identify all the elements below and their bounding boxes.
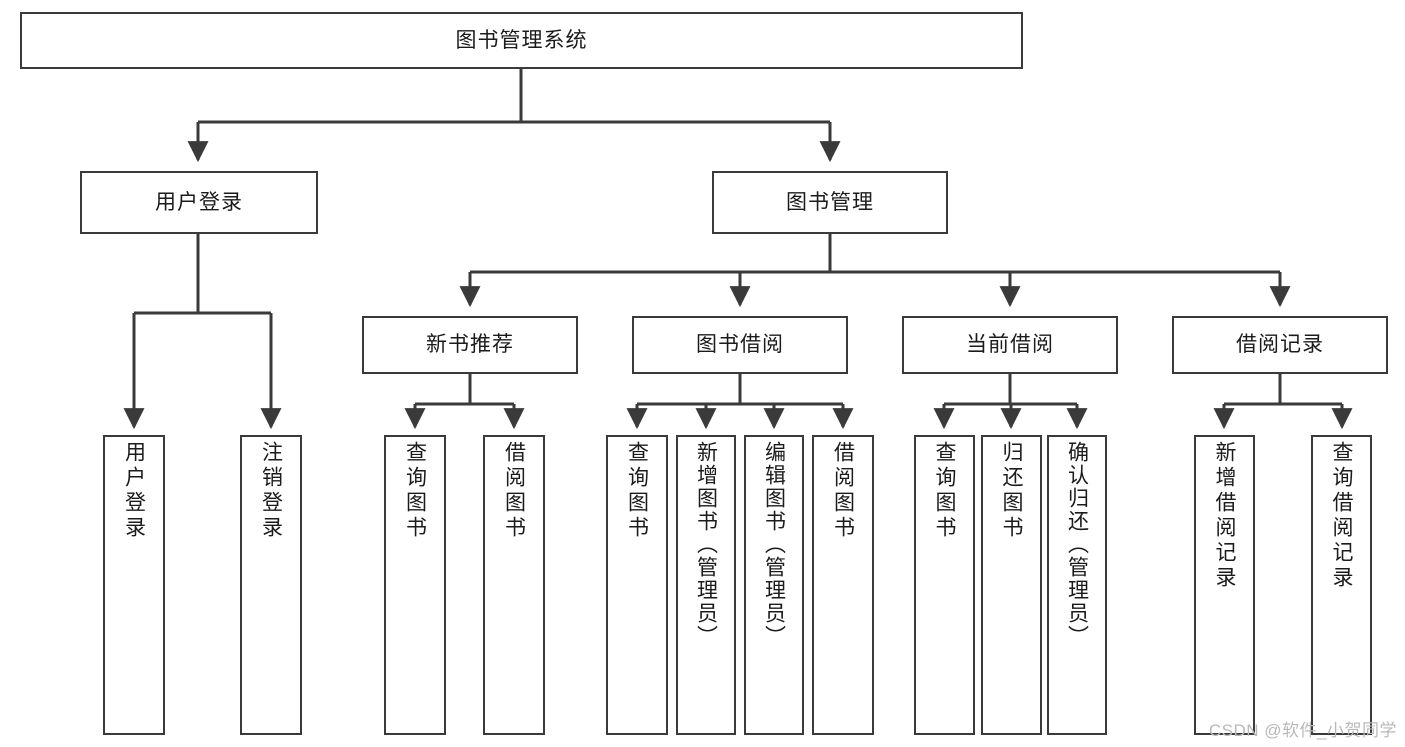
node-leaf-query-book-3[interactable]: 查询图书 (914, 435, 975, 735)
node-leaf-query-book-1[interactable]: 查询图书 (384, 435, 446, 735)
node-leaf-query-book-3-label: 查询图书 (933, 441, 956, 541)
node-leaf-edit-book[interactable]: 编辑图书（管理员） (744, 435, 804, 735)
node-leaf-user-logout[interactable]: 注销登录 (240, 435, 302, 735)
node-leaf-add-book[interactable]: 新增图书（管理员） (676, 435, 736, 735)
node-book-manage-label: 图书管理 (786, 190, 874, 214)
node-leaf-confirm-return[interactable]: 确认归还（管理员） (1047, 435, 1107, 735)
watermark: CSDN @软件_小贺同学 (1208, 721, 1397, 740)
node-leaf-edit-book-label: 编辑图书（管理员） (762, 441, 786, 648)
node-leaf-borrow-book-2[interactable]: 借阅图书 (812, 435, 874, 735)
node-leaf-query-record[interactable]: 查询借阅记录 (1311, 435, 1372, 735)
node-user-login-label: 用户登录 (155, 190, 243, 214)
node-leaf-query-book-2-label: 查询图书 (625, 441, 649, 541)
node-book-borrow-label: 图书借阅 (696, 333, 784, 357)
node-leaf-query-book-1-label: 查询图书 (403, 441, 427, 541)
node-leaf-add-record[interactable]: 新增借阅记录 (1194, 435, 1255, 735)
node-book-manage[interactable]: 图书管理 (712, 171, 948, 234)
node-root-label: 图书管理系统 (455, 28, 588, 52)
node-user-login[interactable]: 用户登录 (80, 171, 318, 234)
node-leaf-add-record-label: 新增借阅记录 (1213, 441, 1236, 591)
node-book-borrow[interactable]: 图书借阅 (632, 316, 848, 374)
node-leaf-user-login[interactable]: 用户登录 (103, 435, 165, 735)
node-leaf-query-book-2[interactable]: 查询图书 (606, 435, 668, 735)
node-new-book-recommend-label: 新书推荐 (426, 333, 514, 357)
node-current-borrow-label: 当前借阅 (966, 333, 1054, 357)
node-new-book-recommend[interactable]: 新书推荐 (362, 316, 578, 374)
node-leaf-query-record-label: 查询借阅记录 (1330, 441, 1353, 591)
node-leaf-confirm-return-label: 确认归还（管理员） (1065, 441, 1089, 648)
node-leaf-borrow-book-1-label: 借阅图书 (502, 441, 526, 541)
node-root[interactable]: 图书管理系统 (20, 12, 1023, 69)
node-leaf-user-login-label: 用户登录 (122, 441, 146, 541)
node-borrow-record-label: 借阅记录 (1236, 333, 1324, 357)
node-leaf-borrow-book-2-label: 借阅图书 (831, 441, 855, 541)
node-borrow-record[interactable]: 借阅记录 (1172, 316, 1388, 374)
edges (123, 69, 1353, 430)
node-leaf-user-logout-label: 注销登录 (259, 441, 283, 541)
node-leaf-return-book[interactable]: 归还图书 (981, 435, 1042, 735)
node-leaf-return-book-label: 归还图书 (1000, 441, 1023, 541)
node-leaf-borrow-book-1[interactable]: 借阅图书 (483, 435, 545, 735)
node-current-borrow[interactable]: 当前借阅 (902, 316, 1118, 374)
node-leaf-add-book-label: 新增图书（管理员） (694, 441, 718, 648)
